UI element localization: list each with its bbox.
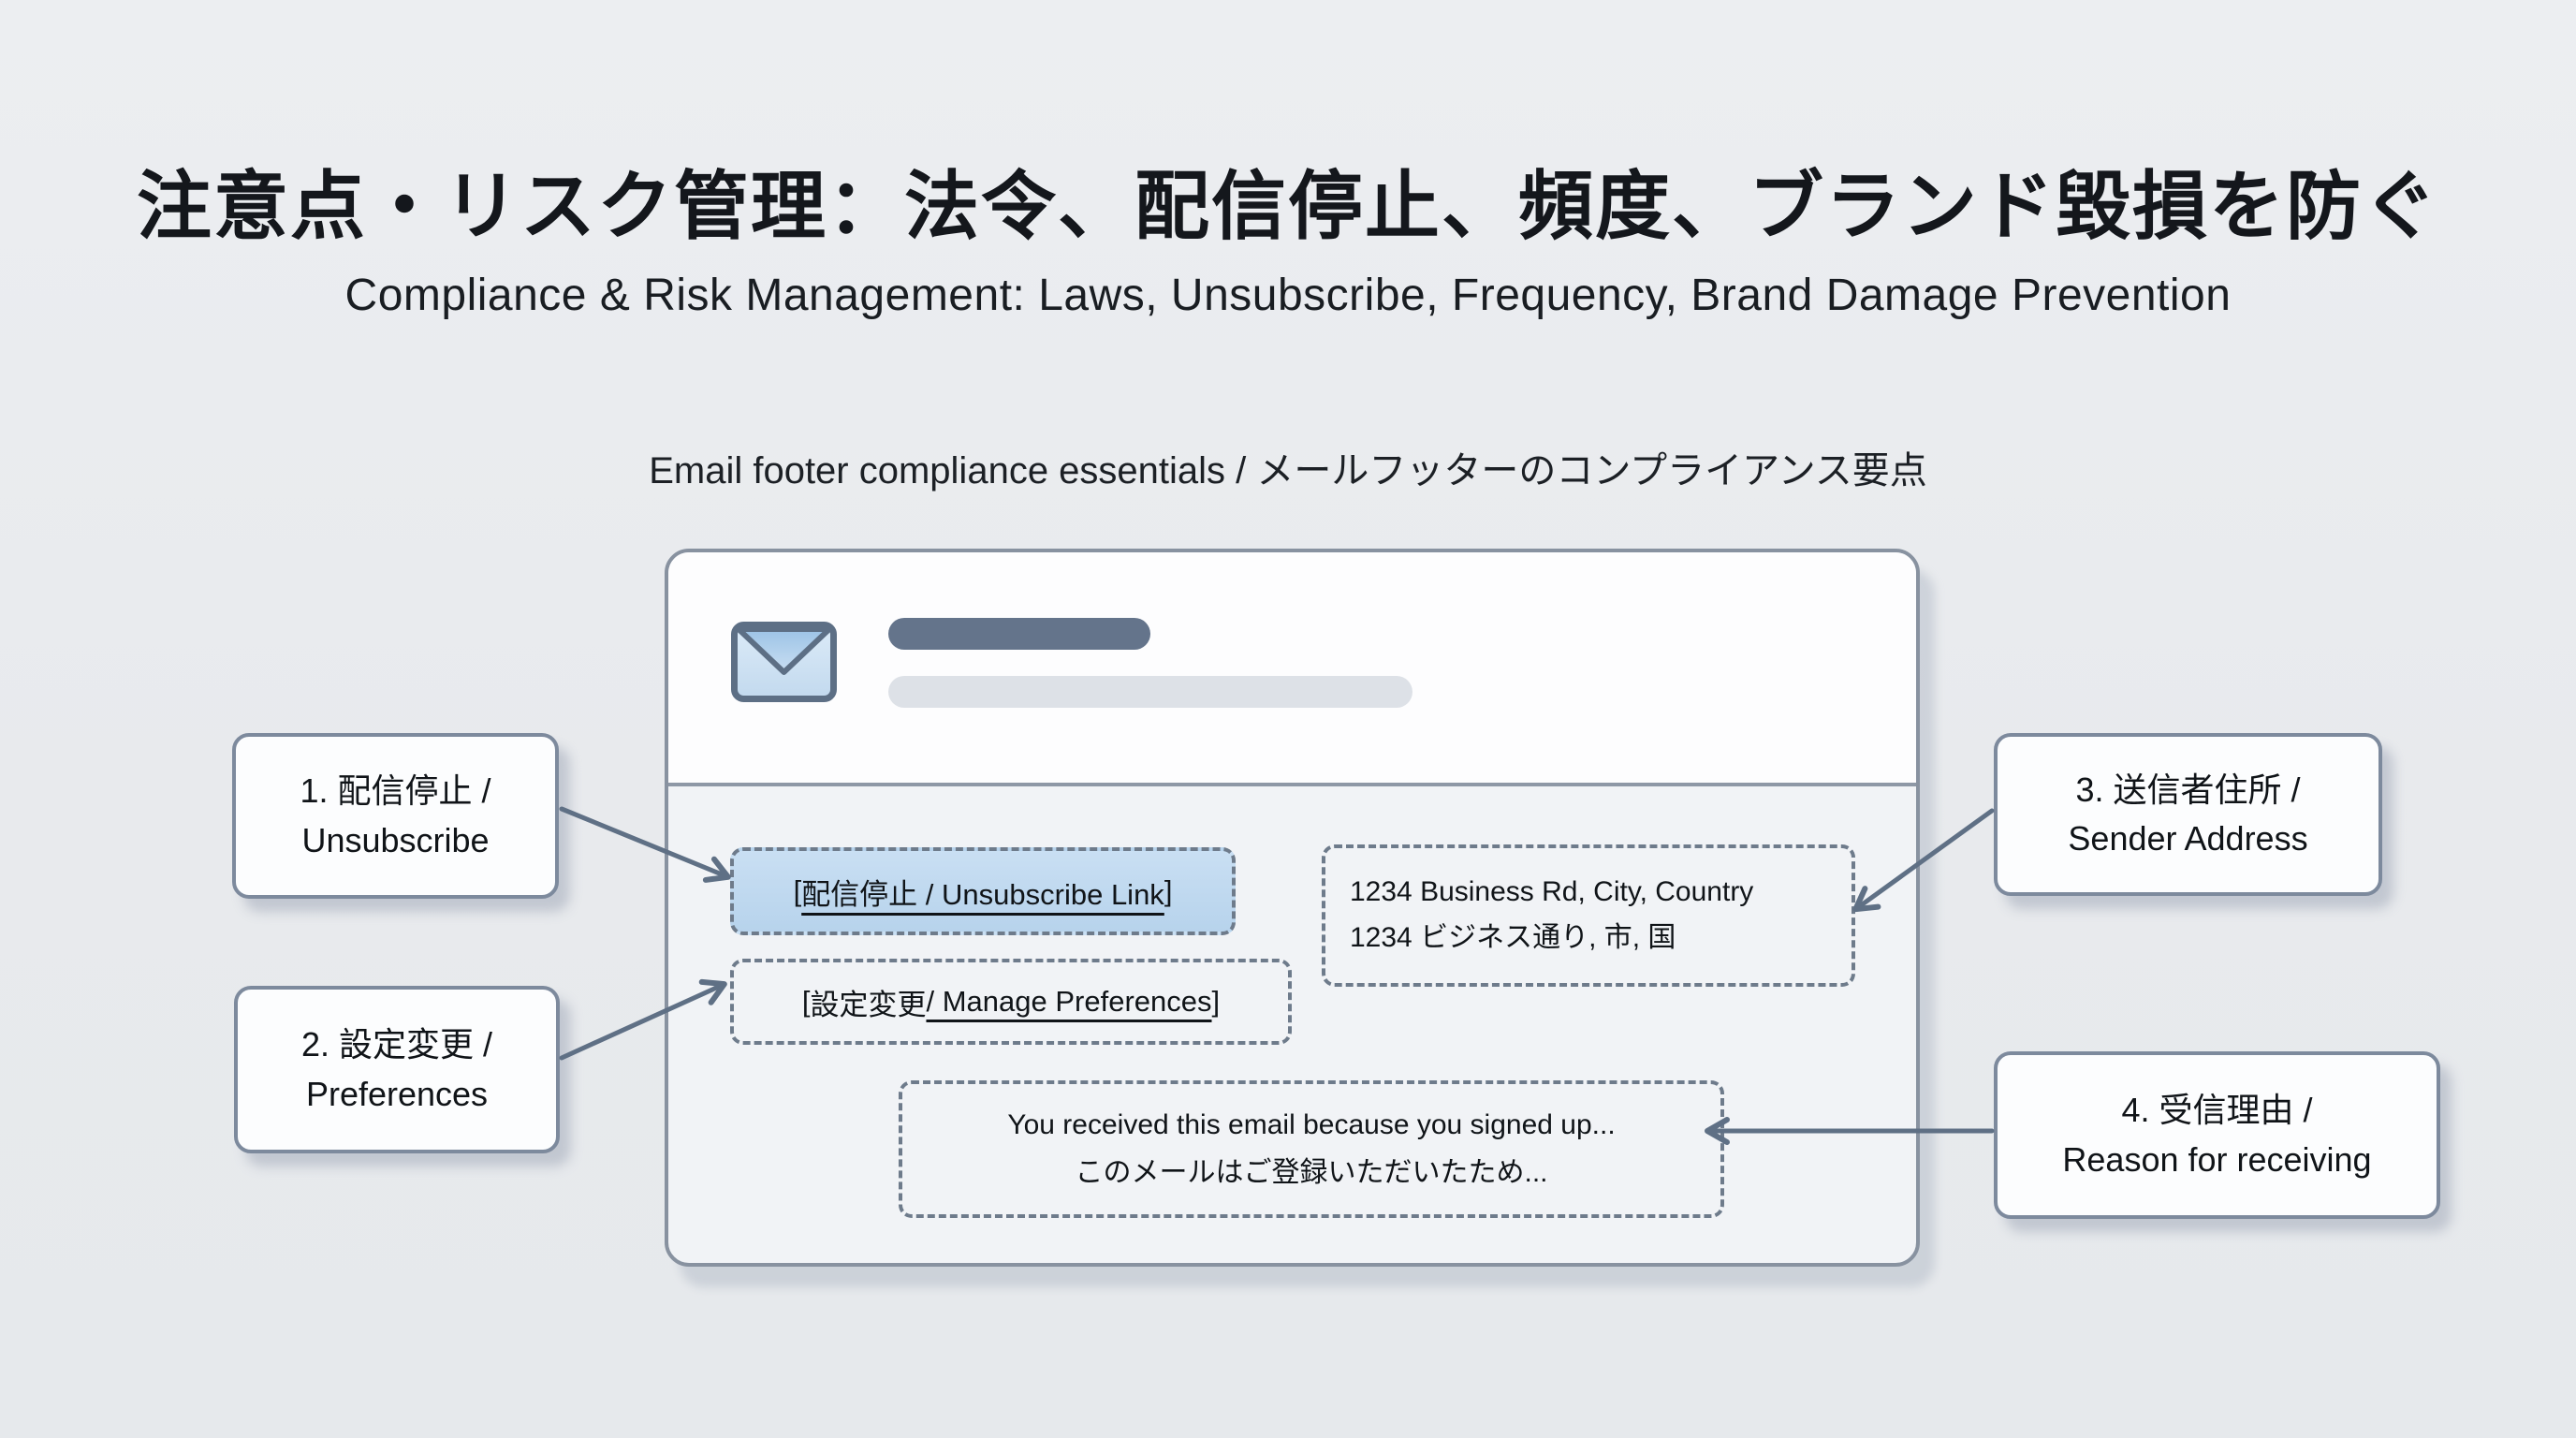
- email-card-header: [668, 552, 1916, 786]
- preferences-prefix: 設定変更: [810, 988, 927, 1021]
- manage-preferences-link-label[interactable]: / Manage Preferences: [926, 985, 1212, 1018]
- bracket: [: [793, 874, 802, 907]
- sender-address-line1: 1234 Business Rd, City, Country: [1350, 876, 1754, 908]
- reason-line1: You received this email because you sign…: [1007, 1109, 1616, 1141]
- callout-1-line1: 1. 配信停止 /: [300, 771, 491, 811]
- page-subtitle: Compliance & Risk Management: Laws, Unsu…: [344, 271, 2232, 320]
- callout-4-line2: Reason for receiving: [2062, 1139, 2372, 1179]
- sender-address-line2: 1234 ビジネス通り, 市, 国: [1350, 922, 1676, 953]
- callout-2-line2: Preferences: [305, 1074, 489, 1113]
- bracket: ]: [1164, 874, 1173, 907]
- callout-1-line2: Unsubscribe: [301, 820, 490, 859]
- email-card: [配信停止 / Unsubscribe Link] [設定変更 / Manage…: [665, 549, 1920, 1267]
- unsubscribe-link-label[interactable]: 配信停止 / Unsubscribe Link: [801, 877, 1164, 911]
- callout-3-line2: Sender Address: [2068, 819, 2308, 858]
- preview-placeholder-bar: [888, 676, 1412, 708]
- manage-preferences-link[interactable]: [設定変更 / Manage Preferences]: [730, 959, 1292, 1045]
- reason-line2: このメールはご登録いただいたため...: [1075, 1156, 1548, 1188]
- page-title: 注意点・リスク管理：法令、配信停止、頻度、ブランド毀損を防ぐ: [137, 165, 2439, 248]
- subject-placeholder-bar: [888, 618, 1150, 650]
- sender-address-box: 1234 Business Rd, City, Country 1234 ビジネ…: [1322, 844, 1855, 987]
- unsubscribe-link[interactable]: [配信停止 / Unsubscribe Link]: [730, 847, 1236, 935]
- bracket: [: [801, 985, 811, 1018]
- callout-2-line1: 2. 設定変更 /: [300, 1025, 493, 1064]
- bracket: ]: [1211, 985, 1221, 1018]
- reason-for-receiving-box: You received this email because you sign…: [899, 1080, 1724, 1218]
- callout-3-line1: 3. 送信者住所 /: [2075, 770, 2301, 809]
- callout-4-reason: 4. 受信理由 / Reason for receiving: [1994, 1051, 2440, 1219]
- callout-1-unsubscribe: 1. 配信停止 / Unsubscribe: [232, 733, 559, 899]
- callout-2-preferences: 2. 設定変更 / Preferences: [234, 986, 560, 1153]
- envelope-icon: [731, 622, 837, 702]
- diagram-caption: Email footer compliance essentials / メール…: [649, 450, 1927, 492]
- callout-3-sender-address: 3. 送信者住所 / Sender Address: [1994, 733, 2382, 896]
- callout-4-line1: 4. 受信理由 /: [2121, 1091, 2313, 1130]
